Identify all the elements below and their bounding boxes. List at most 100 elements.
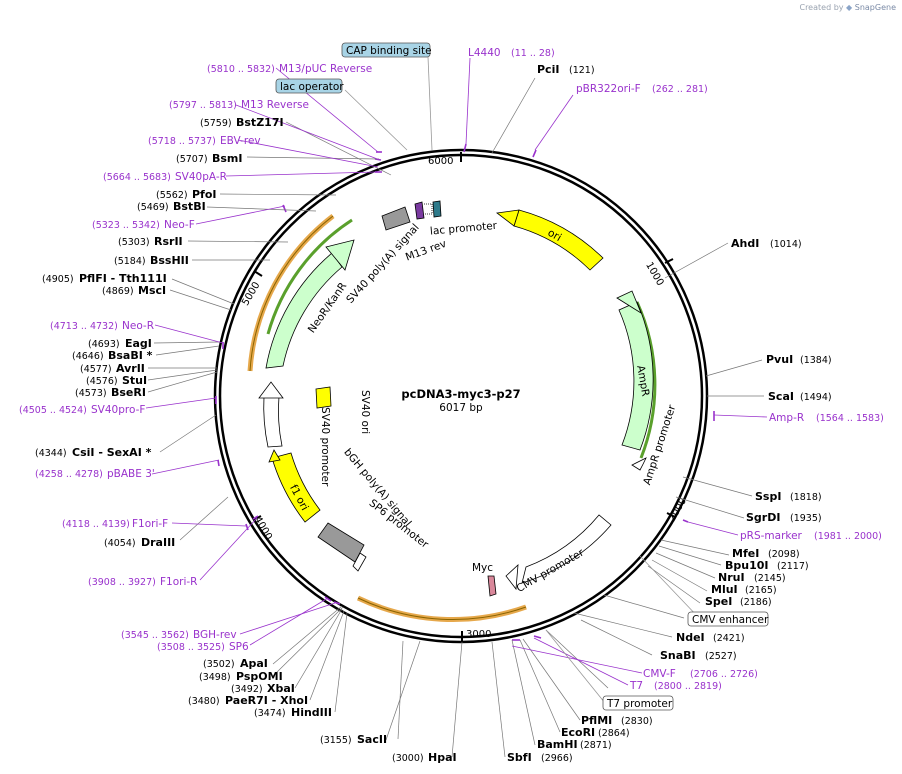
t7-promoter-label: T7 promoter — [606, 698, 673, 710]
tick-6000: 6000 — [428, 156, 453, 167]
site-name: Bpu10I — [725, 559, 769, 572]
site-name: EcoRI — [561, 726, 595, 739]
cmv-promoter-feature — [521, 514, 612, 584]
primer-pos: (5718 .. 5737) — [148, 136, 216, 147]
site-pos: (2117) — [777, 561, 809, 572]
primer-pos: (1981 .. 2000) — [814, 531, 882, 542]
site-name: AvrII — [116, 362, 145, 375]
site-name: PciI — [537, 63, 559, 76]
site-pos: (4905) — [42, 274, 74, 285]
primer-name: pBR322ori-F — [576, 83, 641, 95]
tick-3000: 3000 — [466, 629, 491, 640]
site-name: PvuI — [766, 353, 793, 366]
site-pos: (2830) — [621, 716, 653, 727]
site-name: EagI — [125, 337, 152, 350]
neor-arrowhead — [325, 239, 355, 271]
site-pos: (2186) — [740, 597, 772, 608]
site-pos: (4646) — [72, 351, 104, 362]
orf-line-neo-outer-core — [249, 215, 334, 372]
primer-pos: (11 .. 28) — [511, 48, 555, 59]
site-name: BamHI — [537, 738, 578, 751]
primer-name: SV40pro-F — [91, 404, 145, 416]
site-name: MluI — [711, 583, 738, 596]
primer-name: M13/pUC Reverse — [279, 63, 372, 75]
site-name: PspOMI — [236, 670, 283, 683]
site-pos: (3492) — [231, 684, 263, 695]
site-name: PaeR7I - XhoI — [225, 694, 308, 707]
site-name: SacII — [357, 733, 387, 746]
primer-pos: (3508 .. 3525) — [157, 642, 225, 653]
primer-name: CMV-F — [643, 668, 676, 680]
site-pos: (1014) — [770, 239, 802, 250]
site-name: XbaI — [267, 682, 295, 695]
sites-left: (5759)BstZ17I (5707)BsmI (5562)PfoI (546… — [35, 116, 387, 746]
snapgene-credit: Created by ◆ SnapGene — [799, 3, 896, 12]
site-name: SgrDI — [746, 511, 780, 524]
site-name: SnaBI — [660, 649, 696, 662]
credit-prefix: Created by — [799, 3, 844, 12]
primer-pos: (5664 .. 5683) — [103, 172, 171, 183]
primer-pos: (3545 .. 3562) — [121, 630, 189, 641]
site-name: BsaBI * — [108, 349, 153, 362]
site-name: PflFI - Tth111I — [79, 272, 167, 285]
site-name: CsiI - SexAI * — [72, 446, 152, 459]
t7-promoter-box: T7 promoter — [602, 695, 674, 711]
site-pos: (5707) — [176, 154, 208, 165]
primer-pos: (4505 .. 4524) — [19, 405, 87, 416]
site-pos: (2421) — [713, 633, 745, 644]
site-pos: (5562) — [156, 190, 188, 201]
cmv-enhancer-box: CMV enhancer — [687, 611, 769, 627]
cmv-enhancer-label: CMV enhancer — [692, 614, 769, 626]
primer-name: BGH-rev — [193, 629, 237, 641]
site-name: BstZ17I — [236, 116, 284, 129]
site-pos: (121) — [569, 65, 595, 76]
site-name: StuI — [122, 374, 147, 387]
site-name: NdeI — [676, 631, 705, 644]
primer-name: Neo-R — [122, 320, 154, 332]
sv40-polya-label: SV40 poly(A) signal — [344, 222, 422, 306]
plasmid-length: 6017 bp — [439, 402, 483, 414]
primer-name: pRS-marker — [740, 530, 803, 542]
ori-feature — [513, 209, 604, 271]
site-name: AhdI — [731, 237, 759, 250]
site-pos: (5303) — [118, 237, 150, 248]
f1ori-arrowhead — [268, 449, 281, 463]
lac-operator-feature — [432, 200, 442, 218]
plasmid-title: pcDNA3-myc3-p27 — [401, 387, 520, 401]
credit-brand: SnapGene — [854, 3, 896, 12]
site-name: MscI — [138, 284, 166, 297]
primer-pos: (4258 .. 4278) — [35, 469, 103, 480]
site-name: BseRI — [111, 386, 146, 399]
primer-name: M13 Reverse — [241, 99, 309, 111]
primer-name: T7 — [629, 680, 643, 692]
myc-label: Myc — [472, 562, 493, 574]
site-pos: (2966) — [541, 753, 573, 764]
sv40-promoter-label: SV40 promoter — [319, 407, 331, 487]
primer-name: SP6 — [229, 641, 249, 653]
primer-pos: (5797 .. 5813) — [169, 100, 237, 111]
site-name: RsrII — [154, 235, 183, 248]
primer-pos: (1564 .. 1583) — [816, 413, 884, 424]
primer-pos: (2800 .. 2819) — [654, 681, 722, 692]
sv40-polya-feature — [381, 206, 411, 231]
cap-box: CAP binding site — [341, 42, 432, 58]
site-name: BssHII — [150, 254, 189, 267]
site-pos: (1494) — [800, 392, 832, 403]
primer-pos: (5323 .. 5342) — [92, 220, 160, 231]
primer-name: L4440 — [468, 47, 501, 59]
site-pos: (2871) — [580, 740, 612, 751]
cmv-promoter-arrowhead — [505, 564, 519, 591]
site-pos: (3498) — [199, 672, 231, 683]
site-name: SbfI — [507, 751, 532, 764]
site-pos: (2527) — [705, 651, 737, 662]
site-pos: (2864) — [598, 728, 630, 739]
site-name: BsmI — [212, 152, 243, 165]
f1ori-feature — [271, 452, 321, 523]
sites-right: PciI(121) AhdI(1014) PvuI(1384) ScaI(149… — [392, 63, 832, 764]
site-pos: (4693) — [88, 339, 120, 350]
site-name: SspI — [755, 490, 781, 503]
primer-pos: (4118 .. 4139) — [62, 519, 130, 530]
ori-arrowhead — [495, 209, 520, 227]
bgh-polya-label: bGH poly(A) signal — [341, 446, 413, 529]
